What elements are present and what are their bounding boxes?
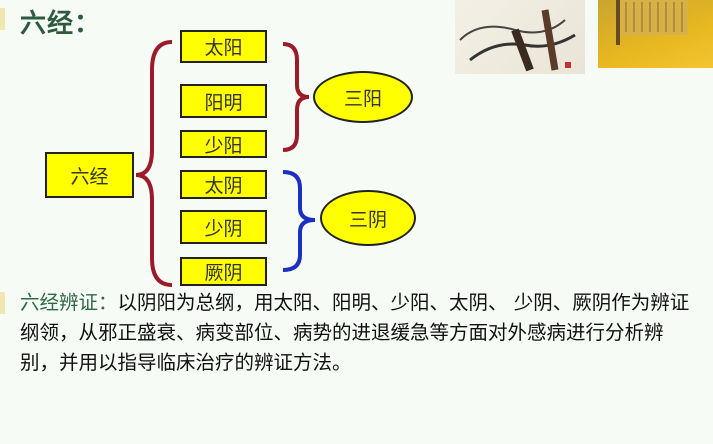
description-label: 六经辨证：: [20, 291, 118, 314]
root-box-liujing: 六经: [45, 152, 134, 198]
channel-box-shaoyin: 少阴: [180, 210, 267, 244]
channel-box-taiyin: 太阴: [180, 170, 267, 199]
ancient-book-image: [598, 0, 713, 68]
channel-box-yangming: 阳明: [180, 84, 267, 118]
ink-painting-image: [455, 0, 585, 74]
channel-box-taiyang: 太阳: [180, 30, 267, 63]
description-text: 以阴阳为总纲，用太阳、阳明、少阳、太阴、 少阴、厥阴作为辨证纲领，从邪正盛衰、病…: [20, 291, 690, 374]
group-ellipse-sanyin: 三阴: [320, 190, 416, 246]
slide-edge-marker: [0, 8, 5, 30]
slide-title: 六经：: [20, 9, 102, 39]
channel-box-shaoyang: 少阳: [180, 130, 267, 158]
description-paragraph: 六经辨证：以阴阳为总纲，用太阳、阳明、少阳、太阴、 少阴、厥阴作为辨证纲领，从邪…: [20, 288, 700, 378]
channel-box-jueyin: 厥阴: [180, 257, 267, 286]
slide-edge-marker: [0, 292, 5, 314]
group-ellipse-sanyang: 三阳: [313, 71, 413, 123]
